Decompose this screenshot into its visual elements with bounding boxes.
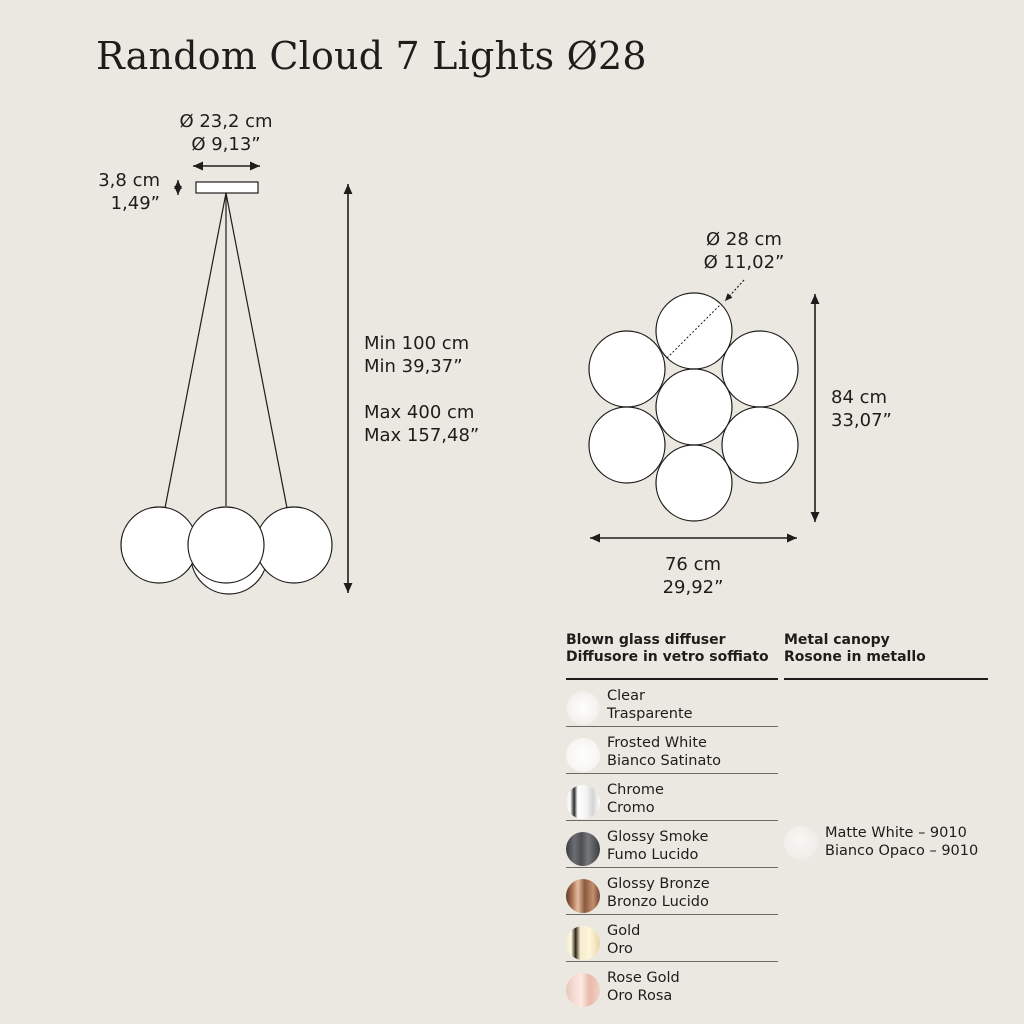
glossy-bronze-swatch-icon <box>566 879 600 913</box>
sphere-diameter-in: Ø 11,02” <box>704 252 785 273</box>
canopy-height-cm: 3,8 cm <box>98 170 160 191</box>
sphere-front <box>187 506 265 584</box>
canopy-header-rule <box>784 678 988 680</box>
sphere-upper-left <box>588 330 666 408</box>
diffuser-header-rule <box>566 678 778 680</box>
sphere-right <box>255 506 333 584</box>
finish-names: Glossy Smoke Fumo Lucido <box>607 828 708 864</box>
page-title: Random Cloud 7 Lights Ø28 <box>96 34 647 78</box>
finish-row-clear: Clear Trasparente <box>566 680 778 727</box>
canopy-header-en: Metal canopy <box>784 632 890 648</box>
finish-name-en: Frosted White <box>607 735 707 751</box>
cluster-width-in: 29,92” <box>663 577 724 598</box>
finish-name-it: Oro Rosa <box>607 988 673 1004</box>
finish-name-it: Trasparente <box>607 706 693 722</box>
finish-name-it: Cromo <box>607 800 655 816</box>
canopy-diameter-in: Ø 9,13” <box>191 134 260 155</box>
sphere-left <box>120 506 198 584</box>
diffuser-header-en: Blown glass diffuser <box>566 632 726 648</box>
finish-name-it: Bianco Satinato <box>607 753 721 769</box>
finish-name-en: Clear <box>607 688 645 704</box>
height-min-in: Min 39,37” <box>364 356 463 377</box>
finish-name-en: Rose Gold <box>607 970 680 986</box>
chrome-swatch-icon <box>566 785 600 819</box>
canopy-finish-name-it: Bianco Opaco – 9010 <box>825 843 979 859</box>
cable-left <box>164 192 227 509</box>
canopy-finish-name-en: Matte White – 9010 <box>825 825 967 841</box>
sphere-lower-right <box>721 406 799 484</box>
finish-row-frosted-white: Frosted White Bianco Satinato <box>566 727 778 774</box>
canopy-finish-names: Matte White – 9010 Bianco Opaco – 9010 <box>825 824 1024 860</box>
gold-swatch-icon <box>566 926 600 960</box>
matte-white-swatch-icon <box>784 826 818 860</box>
finish-names: Gold Oro <box>607 922 640 958</box>
sphere-diameter-cm: Ø 28 cm <box>706 229 782 250</box>
finish-row-rose-gold: Rose Gold Oro Rosa <box>566 962 778 1008</box>
finish-row-gold: Gold Oro <box>566 915 778 962</box>
canopy-plate <box>195 181 259 194</box>
finish-names: Rose Gold Oro Rosa <box>607 969 680 1005</box>
cluster-width-cm: 76 cm <box>665 554 721 575</box>
diffuser-column-header: Blown glass diffuser Diffusore in vetro … <box>566 632 778 666</box>
canopy-header-it: Rosone in metallo <box>784 649 926 665</box>
canopy-diameter-cm: Ø 23,2 cm <box>179 111 272 132</box>
finish-row-glossy-bronze: Glossy Bronze Bronzo Lucido <box>566 868 778 915</box>
glossy-smoke-swatch-icon <box>566 832 600 866</box>
sphere-diameter-line <box>666 303 722 359</box>
cluster-height-in: 33,07” <box>831 410 892 431</box>
clear-swatch-icon <box>566 691 600 725</box>
finish-name-en: Chrome <box>607 782 664 798</box>
side-view: Ø 23,2 cm Ø 9,13” 3,8 cm 1,49” Min 100 c… <box>98 111 479 595</box>
sphere-lower-left <box>588 406 666 484</box>
finish-row-chrome: Chrome Cromo <box>566 774 778 821</box>
frosted-white-swatch-icon <box>566 738 600 772</box>
height-max-cm: Max 400 cm <box>364 402 474 423</box>
finish-name-en: Glossy Bronze <box>607 876 710 892</box>
sphere-bottom <box>655 444 733 522</box>
finish-names: Chrome Cromo <box>607 781 664 817</box>
canopy-column-header: Metal canopy Rosone in metallo <box>784 632 990 666</box>
height-min-cm: Min 100 cm <box>364 333 469 354</box>
finish-name-it: Bronzo Lucido <box>607 894 709 910</box>
finish-names: Clear Trasparente <box>607 687 693 723</box>
finish-name-it: Fumo Lucido <box>607 847 699 863</box>
sphere-diameter-leader <box>724 279 745 302</box>
cable-right <box>225 192 288 509</box>
finish-name-en: Glossy Smoke <box>607 829 709 845</box>
diffuser-header-it: Diffusore in vetro soffiato <box>566 649 769 665</box>
cluster-view: Ø 28 cm Ø 11,02” 84 cm 33,07” 76 cm 29,9… <box>588 229 892 598</box>
finish-names: Glossy Bronze Bronzo Lucido <box>607 875 710 911</box>
height-max-in: Max 157,48” <box>364 425 479 446</box>
canopy-height-in: 1,49” <box>111 193 160 214</box>
cluster-height-cm: 84 cm <box>831 387 887 408</box>
sphere-center <box>655 368 733 446</box>
finish-names: Frosted White Bianco Satinato <box>607 734 721 770</box>
finish-name-en: Gold <box>607 923 641 939</box>
finish-name-it: Oro <box>607 941 633 957</box>
finish-row-glossy-smoke: Glossy Smoke Fumo Lucido <box>566 821 778 868</box>
sphere-upper-right <box>721 330 799 408</box>
rose-gold-swatch-icon <box>566 973 600 1007</box>
